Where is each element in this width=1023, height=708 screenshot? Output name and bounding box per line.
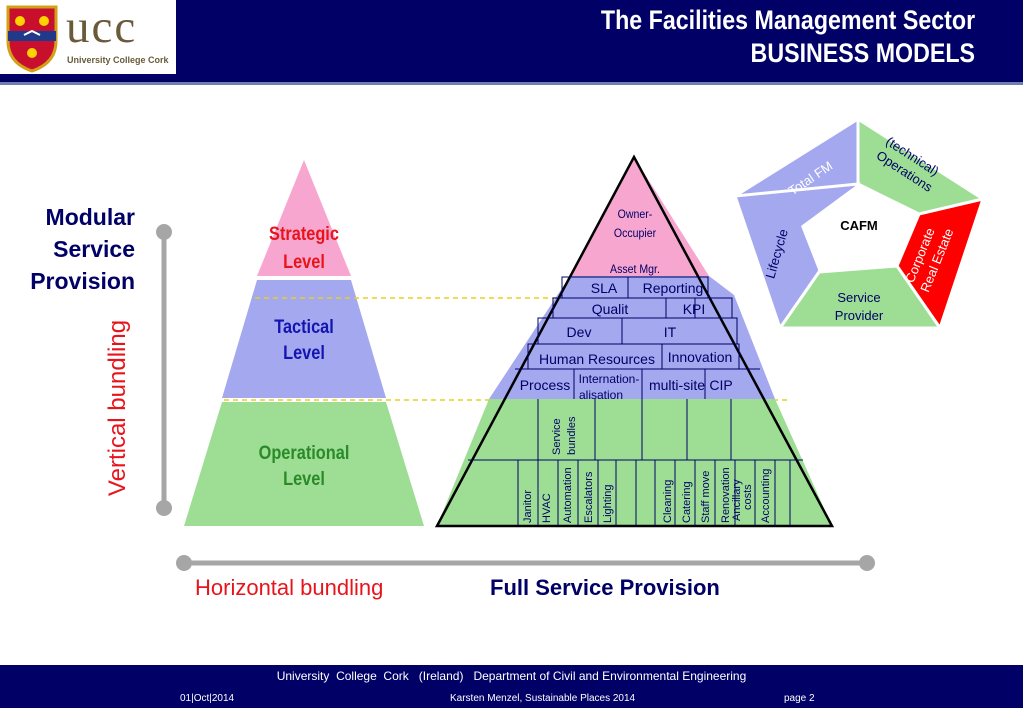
reporting-cell: Reporting xyxy=(643,280,704,296)
service-provider-label-2: Provider xyxy=(835,308,884,323)
service-column-label: Ancillary xyxy=(731,479,743,521)
multi-site-cell: multi-site xyxy=(649,377,705,393)
integrated-pyramid-outline xyxy=(434,154,835,528)
service-column-label: Accounting xyxy=(760,469,772,523)
asset-manager-label: Asset Mgr. xyxy=(610,263,660,276)
sla-cell: SLA xyxy=(591,280,618,296)
header-rule xyxy=(0,82,1023,85)
strategic-level-label-2: Level xyxy=(283,251,325,272)
modular-service-provision-line1: Modular xyxy=(45,204,135,230)
horizontal-bundling-label: Horizontal bundling xyxy=(195,575,384,600)
tactical-services-segment xyxy=(489,276,775,399)
operational-services-segment xyxy=(437,399,832,526)
ucc-crest-icon xyxy=(6,5,58,73)
footer-institution: University College Cork (Ireland) Depart… xyxy=(276,669,747,683)
process-cell: Process xyxy=(520,377,571,393)
it-cell: IT xyxy=(664,324,677,340)
slide-title-line2: BUSINESS MODELS xyxy=(750,38,975,68)
service-column-label: Cleaning xyxy=(662,480,674,523)
cafm-label: CAFM xyxy=(840,218,878,233)
full-service-provision-label: Full Service Provision xyxy=(490,575,720,600)
service-column-label: costs xyxy=(742,484,754,510)
service-column-label: Catering xyxy=(681,481,693,523)
development-cell: Dev xyxy=(567,324,592,340)
operational-level-label-2: Level xyxy=(283,468,325,489)
footer-bar: University College Cork (Ireland) Depart… xyxy=(0,665,1023,708)
vertical-bar-top-dot xyxy=(156,224,172,240)
vertical-bar-bottom-dot xyxy=(156,500,172,516)
service-column-label: Janitor xyxy=(522,490,534,523)
kpi-cell: KPI xyxy=(683,301,706,317)
tactical-level-label-2: Level xyxy=(283,342,325,363)
cip-cell: CIP xyxy=(709,377,732,393)
owner-occupier-label-2: Occupier xyxy=(614,227,656,240)
human-resources-cell: Human Resources xyxy=(539,351,655,367)
service-column-label: Escalators xyxy=(583,471,595,523)
horizontal-bar-right-dot xyxy=(859,555,875,571)
horizontal-bar-left-dot xyxy=(176,555,192,571)
service-bundles-label-2: bundles xyxy=(566,416,578,455)
tactical-grid xyxy=(515,276,760,399)
modular-service-provision-line3: Provision xyxy=(30,268,135,294)
pentagon-center xyxy=(801,184,919,272)
strategic-level-label-1: Strategic xyxy=(269,223,339,244)
service-column-label: Lighting xyxy=(602,484,614,523)
owner-occupier-segment xyxy=(570,157,709,276)
tactical-level-segment xyxy=(222,280,386,398)
operational-grid xyxy=(468,399,803,526)
owner-occupier-label-1: Owner- xyxy=(618,208,653,221)
footer-date: 01|Oct|2014 xyxy=(180,693,235,704)
quality-cell: Qualit xyxy=(592,301,629,317)
service-bundles-label-1: Service xyxy=(551,418,563,455)
service-column-label: Automation xyxy=(562,467,574,523)
innovation-cell: Innovation xyxy=(668,349,733,365)
service-column-label: Renovation xyxy=(720,467,732,523)
modular-service-provision-line2: Service xyxy=(53,236,135,262)
ucc-subtitle: University College Cork xyxy=(67,55,169,65)
internationalisation-cell-1: Internation- xyxy=(579,372,640,386)
operational-level-label-1: Operational xyxy=(259,442,350,463)
ucc-logo: ucc University College Cork xyxy=(0,0,176,74)
strategic-level-segment xyxy=(257,160,351,276)
internationalisation-cell-2: alisation xyxy=(579,388,623,402)
footer-page-number: page 2 xyxy=(784,693,815,704)
operational-level-segment xyxy=(184,402,424,526)
service-provider-label-1: Service xyxy=(837,290,880,305)
ucc-wordmark: ucc xyxy=(66,1,138,53)
service-column-label: HVAC xyxy=(541,493,553,523)
service-column-label: Staff move xyxy=(700,471,712,523)
slide-title-line1: The Facilities Management Sector xyxy=(600,5,975,35)
tactical-level-label-1: Tactical xyxy=(274,316,334,337)
footer-author: Karsten Menzel, Sustainable Places 2014 xyxy=(450,693,636,704)
vertical-bundling-label: Vertical bundling xyxy=(104,320,131,496)
